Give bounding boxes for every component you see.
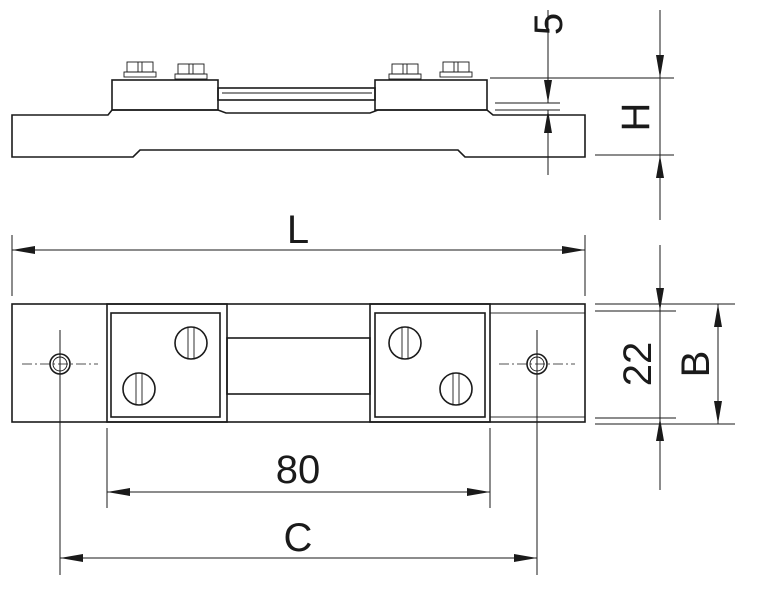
plan-extension-lines [11, 235, 735, 575]
side-extension-lines [490, 77, 674, 156]
screw-side-2 [174, 63, 208, 80]
plan-view [11, 303, 586, 423]
dimension-inner-width-label: 22 [616, 342, 660, 387]
screw-plan-3 [388, 326, 422, 360]
dimension-width-label: B [674, 351, 718, 378]
side-view [11, 61, 586, 158]
base-plate [11, 303, 586, 423]
dimension-thickness: 5 [527, 10, 571, 175]
right-terminal-plate [374, 312, 486, 418]
left-terminal-outer [106, 303, 228, 423]
screw-plan-1 [174, 326, 208, 360]
dimension-width: B [674, 304, 722, 424]
right-terminal-outer [369, 303, 491, 423]
screw-plan-4 [439, 372, 473, 406]
screw-side-4 [439, 61, 473, 78]
left-terminal-block [111, 79, 219, 111]
base-bar-outline [11, 109, 586, 158]
dimension-hole-spacing-label: C [284, 516, 313, 560]
dimension-length: L [12, 208, 585, 254]
screw-side-3 [388, 63, 422, 80]
screw-side-1 [123, 61, 157, 78]
right-terminal-block [374, 79, 488, 111]
resistance-bar-plan [226, 337, 371, 395]
dimension-height-label: H [614, 103, 658, 132]
resistance-strip [217, 87, 376, 101]
dimension-height: H [614, 10, 664, 220]
dimension-length-label: L [287, 208, 309, 252]
dimension-terminal-spacing-label: 80 [276, 448, 321, 492]
dimension-hole-spacing: C [60, 516, 537, 562]
dimension-thickness-label: 5 [527, 13, 571, 35]
dimension-terminal-spacing: 80 [107, 448, 490, 496]
screw-plan-2 [122, 372, 156, 406]
left-terminal-plate [110, 312, 221, 418]
dimension-inner-width: 22 [616, 245, 664, 490]
